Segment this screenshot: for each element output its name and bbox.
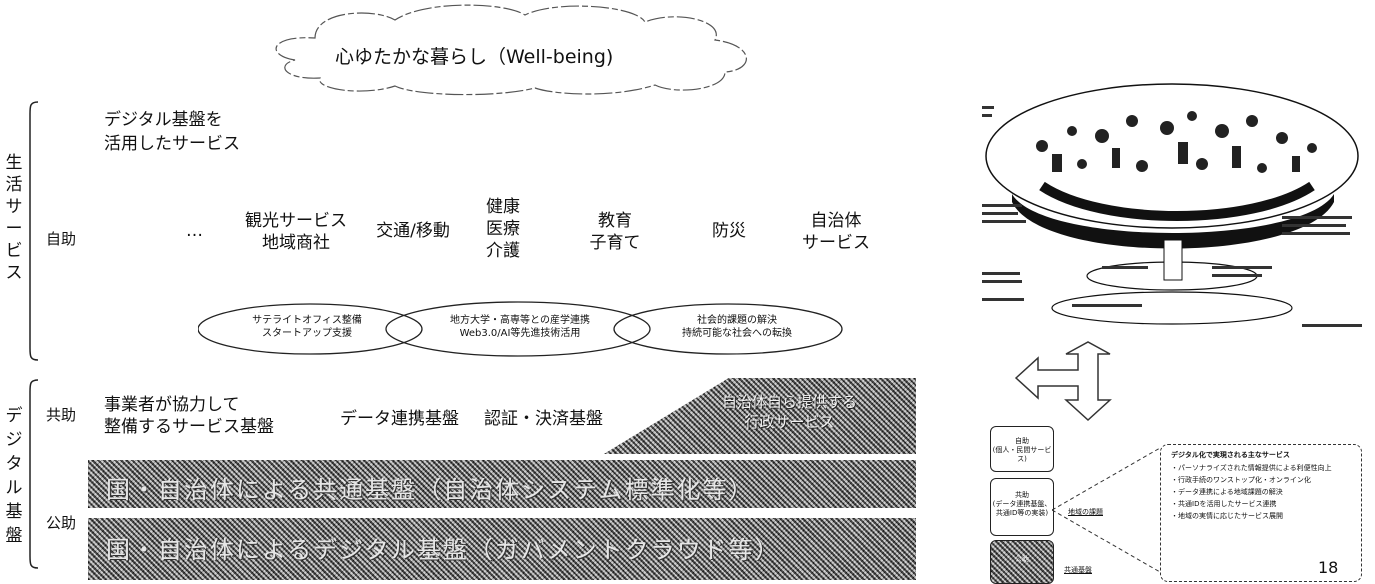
- right-box-self-help-text: 自助 (個人・民間サービス): [992, 437, 1052, 463]
- right-box-public-help-text: 公助: [1015, 555, 1029, 563]
- ellipse-text-social: 社会的課題の解決 持続可能な社会への転換: [682, 315, 792, 339]
- data-link-label: データ連携基盤: [340, 409, 459, 429]
- callout-item: ・地域の実情に応じたサービス展開: [1171, 512, 1283, 520]
- service-municipal: 自治体 サービス: [802, 211, 870, 253]
- mini-label-1: 地域の課題: [1068, 508, 1103, 516]
- callout-item: ・共通IDを活用したサービス連携: [1171, 500, 1277, 508]
- cloud-text: 心ゆたかな暮らし（Well-being): [335, 46, 614, 68]
- double-arrow-icon: [1014, 341, 1112, 422]
- municipal-triangle-text: 自治体自ら提供する 行政サービス: [722, 393, 858, 431]
- auth-label: 認証・決済基盤: [484, 409, 603, 429]
- callout-item: ・パーソナライズされた情報提供による利便性向上: [1171, 464, 1332, 472]
- right-box-mutual-help: 共助 (データ連携基盤、 共通ID等の実装): [990, 478, 1054, 536]
- side-label-life-services: 生 活 サ ー ビ ス: [5, 153, 23, 283]
- cloud-shape: [275, 4, 747, 96]
- callout-title: デジタル化で実現される主なサービス: [1171, 451, 1290, 459]
- public-band-2-text: 国・自治体によるデジタル基盤（ガバメントクラウド等）: [106, 536, 781, 564]
- public-band-2: 国・自治体によるデジタル基盤（ガバメントクラウド等）: [88, 518, 916, 580]
- service-ellipsis: …: [186, 221, 203, 241]
- right-box-self-help: 自助 (個人・民間サービス): [990, 426, 1054, 472]
- side-label-digital-base: デ ジ タ ル 基 盤: [5, 406, 23, 546]
- callout-box: デジタル化で実現される主なサービス ・パーソナライズされた情報提供による利便性向…: [1160, 444, 1362, 582]
- right-box-public-help: 公助: [990, 540, 1054, 584]
- mutual-service-text: 事業者が協力して 整備するサービス基盤: [104, 395, 274, 437]
- callout-item: ・行政手続のワンストップ化・オンライン化: [1171, 476, 1311, 484]
- callout-item: ・データ連携による地域課題の解決: [1171, 488, 1283, 496]
- bracket-life-services: [29, 101, 39, 361]
- intro-text: デジタル基盤を 活用したサービス: [104, 110, 240, 154]
- service-disaster: 防災: [712, 221, 746, 241]
- ellipse-text-satellite: サテライトオフィス整備 スタートアップ支援: [252, 315, 362, 339]
- public-band-1-text: 国・自治体による共通基盤（自治体システム標準化等）: [106, 476, 755, 504]
- service-tourism: 観光サービス 地域商社: [245, 211, 347, 253]
- ellipse-group: [198, 301, 843, 357]
- page-number: 18: [1318, 558, 1339, 577]
- community-illustration: [982, 83, 1362, 327]
- service-health: 健康 医療 介護: [486, 197, 520, 261]
- mini-label-2: 共通基盤: [1064, 566, 1092, 574]
- level-self-help: 自助: [46, 230, 77, 248]
- level-mutual-help: 共助: [46, 406, 77, 424]
- right-box-mutual-help-text: 共助 (データ連携基盤、 共通ID等の実装): [992, 491, 1052, 517]
- bracket-digital-base: [29, 379, 39, 569]
- ellipse-text-academia: 地方大学・高専等との産学連携 Web3.0/AI等先進技術活用: [450, 315, 590, 339]
- service-education: 教育 子育て: [589, 211, 641, 253]
- service-transport: 交通/移動: [376, 221, 450, 241]
- public-band-1: 国・自治体による共通基盤（自治体システム標準化等）: [88, 460, 916, 508]
- level-public-help: 公助: [46, 514, 77, 532]
